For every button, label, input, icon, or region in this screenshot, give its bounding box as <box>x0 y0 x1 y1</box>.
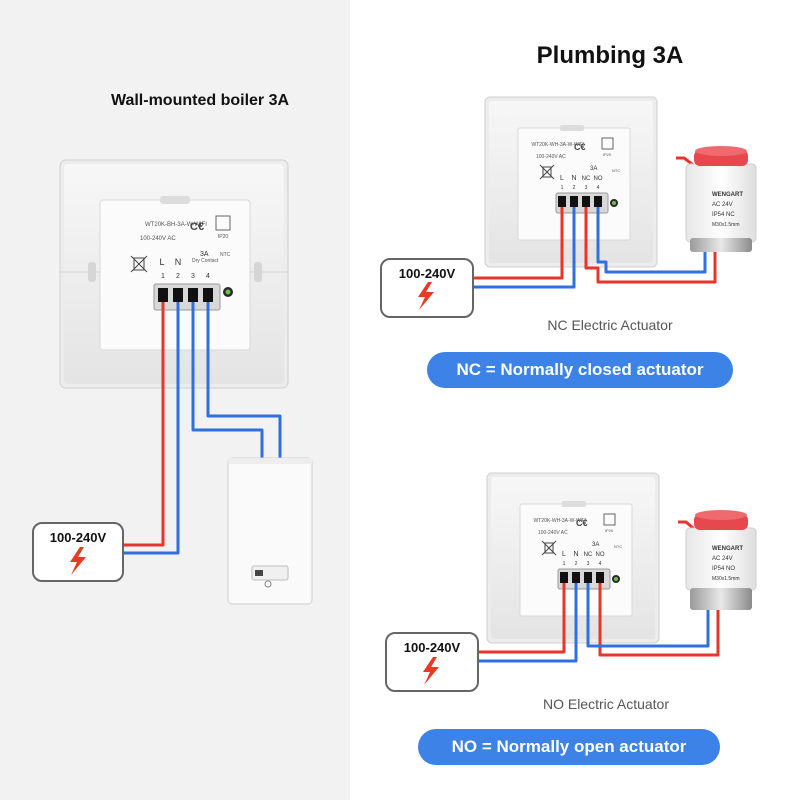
no-definition-pill: NO = Normally open actuator <box>418 729 720 765</box>
boiler-ntc: NTC <box>220 252 231 258</box>
no-voltage-label: 100-240V <box>403 640 461 655</box>
nc-terminal-block <box>555 192 609 214</box>
nc-terminal-NC: NC <box>582 176 591 182</box>
boiler-unit <box>227 457 313 605</box>
nc-voltage-label: 100-240V <box>398 266 456 281</box>
no-ntc: NTC <box>614 544 622 549</box>
no-terminal-2: 2 <box>575 561 578 567</box>
nc-terminal-N: N <box>571 175 576 182</box>
boiler-dry-contact: Dry Contact <box>192 258 219 264</box>
no-actuator-brand: WENGART <box>712 546 743 552</box>
boiler-panel-background <box>0 0 350 800</box>
no-current-rating: 3A <box>592 542 599 548</box>
bin-icon <box>539 164 555 180</box>
nc-actuator: WENGART AC 24V IP54 NC M30x1.5mm <box>685 146 757 252</box>
svg-text:C€: C€ <box>574 142 586 152</box>
bin-icon <box>130 255 148 273</box>
boiler-ip-rating: IP20 <box>218 234 229 240</box>
nc-current-rating: 3A <box>590 166 597 172</box>
boiler-terminal-block <box>153 283 221 311</box>
no-terminal-block <box>557 568 611 590</box>
no-actuator-voltage: AC 24V <box>712 556 733 562</box>
boiler-voltage-box: 100-240V <box>32 522 124 582</box>
no-actuator-caption: NO Electric Actuator <box>542 696 670 712</box>
no-voltage-rating: 100-240V AC <box>538 530 568 536</box>
no-terminal-N: N <box>573 551 578 558</box>
boiler-terminal-N: N <box>175 257 182 267</box>
no-terminal-4: 4 <box>599 561 602 567</box>
nc-voltage-box: 100-240V <box>380 258 474 318</box>
nc-terminal-1: 1 <box>561 185 564 191</box>
bin-icon <box>541 540 557 556</box>
no-terminal-NC: NC <box>584 552 593 558</box>
nc-terminal-L: L <box>560 175 564 182</box>
no-voltage-box: 100-240V <box>385 632 479 692</box>
nc-terminal-2: 2 <box>573 185 576 191</box>
nc-voltage-rating: 100-240V AC <box>536 154 566 160</box>
boiler-terminal-L: L <box>159 257 164 267</box>
boiler-thermostat: WT20K-BH-3A-W-WIFI C€ IP20 100-240V AC 3… <box>59 159 289 389</box>
nc-actuator-brand: WENGART <box>712 192 743 198</box>
nc-thermostat-model: WT20K-WH-3A-W-WIFI <box>532 142 585 148</box>
no-thermostat: WT20K-WH-3A-W-WIFI C€ IP20 100-240V AC 3… <box>486 472 660 644</box>
svg-text:C€: C€ <box>576 518 588 528</box>
plumbing-title: Plumbing 3A <box>536 42 684 69</box>
nc-terminal-4: 4 <box>597 185 600 191</box>
nc-ip-rating: IP20 <box>603 152 612 157</box>
nc-actuator-spec: IP54 NC <box>712 212 735 218</box>
boiler-title: Wall-mounted boiler 3A <box>110 92 290 109</box>
boiler-thermostat-model: WT20K-BH-3A-W-WIFI <box>145 222 207 228</box>
svg-text:C€: C€ <box>190 221 204 233</box>
boiler-terminal-3: 3 <box>191 273 195 280</box>
nc-terminal-3: 3 <box>585 185 588 191</box>
nc-actuator-voltage: AC 24V <box>712 202 733 208</box>
boiler-voltage-label: 100-240V <box>49 530 107 545</box>
nc-actuator-caption: NC Electric Actuator <box>547 317 673 333</box>
boiler-terminal-2: 2 <box>176 273 180 280</box>
no-thermostat-model: WT20K-WH-3A-W-WIFI <box>534 518 587 524</box>
no-terminal-L: L <box>562 551 566 558</box>
no-ip-rating: IP20 <box>605 528 614 533</box>
nc-wiring <box>472 156 717 289</box>
no-actuator-thread: M30x1.5mm <box>712 576 740 582</box>
boiler-terminal-4: 4 <box>206 273 210 280</box>
no-terminal-NO: NO <box>596 552 605 558</box>
no-actuator: WENGART AC 24V IP54 NO M30x1.5mm <box>685 510 757 610</box>
boiler-terminal-1: 1 <box>161 273 165 280</box>
nc-definition-pill: NC = Normally closed actuator <box>427 352 733 388</box>
no-terminal-3: 3 <box>587 561 590 567</box>
boiler-current-rating: 3A <box>200 251 209 258</box>
boiler-wiring <box>122 302 282 555</box>
nc-thermostat: WT20K-WH-3A-W-WIFI C€ IP20 100-240V AC 3… <box>484 96 658 268</box>
no-actuator-spec: IP54 NO <box>712 566 735 572</box>
nc-ntc: NTC <box>612 168 620 173</box>
boiler-voltage-rating: 100-240V AC <box>140 236 176 242</box>
nc-actuator-thread: M30x1.5mm <box>712 222 740 228</box>
nc-terminal-NO: NO <box>594 176 603 182</box>
no-terminal-1: 1 <box>563 561 566 567</box>
